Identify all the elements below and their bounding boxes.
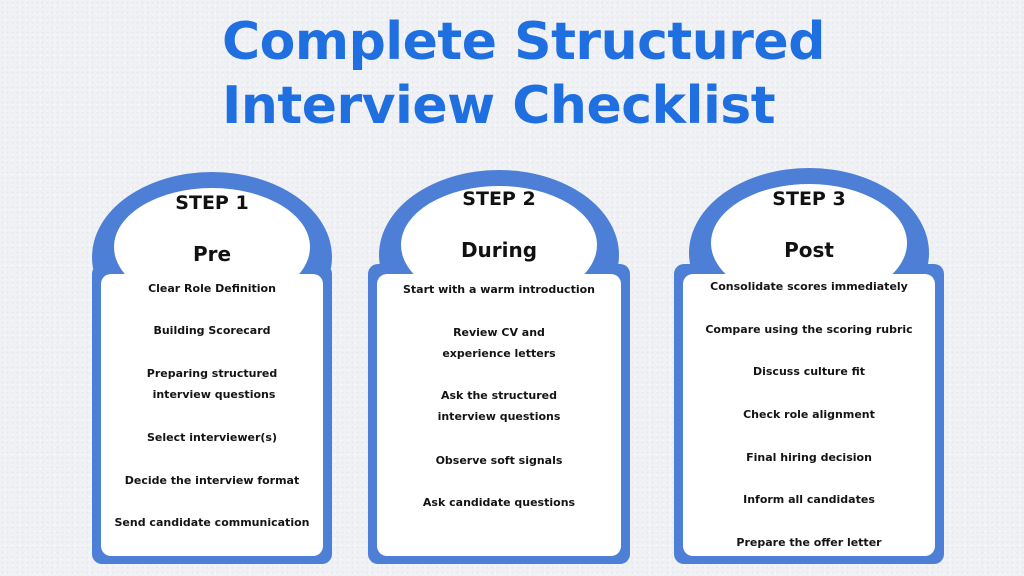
checklist-item: Clear Role Definition xyxy=(148,282,276,295)
step-1-panel xyxy=(101,274,323,556)
checklist-item: Ask the structured xyxy=(440,389,557,402)
step-1-label: STEP 1 xyxy=(175,192,249,214)
page-title: Complete Structured Interview Checklist xyxy=(222,10,825,138)
step-3-label: STEP 3 xyxy=(772,188,846,210)
checklist-item: interview questions xyxy=(152,388,276,401)
checklist-item: Decide the interview format xyxy=(124,474,300,487)
checklist-item: Building Scorecard xyxy=(153,324,271,337)
title-line-1: Complete Structured xyxy=(222,12,825,72)
checklist-item: Start with a warm introduction xyxy=(402,283,595,296)
step-3-phase: Post xyxy=(784,238,834,262)
checklist-item: Inform all candidates xyxy=(743,493,875,506)
checklist-item: Discuss culture fit xyxy=(752,365,866,378)
step-3-card: STEP 3 Post Consolidate scores immediate… xyxy=(674,168,944,568)
step-2-label: STEP 2 xyxy=(462,188,536,210)
step-2-phase: During xyxy=(460,238,538,262)
checklist-item: Observe soft signals xyxy=(435,454,563,467)
step-2-panel xyxy=(377,274,621,556)
checklist-item: Send candidate communication xyxy=(114,516,310,529)
checklist-item: Review CV and xyxy=(453,326,545,339)
checklist-item: Preparing structured xyxy=(146,367,278,380)
step-2-card: STEP 2 During Start with a warm introduc… xyxy=(368,168,630,568)
checklist-item: interview questions xyxy=(437,410,561,423)
step-1-phase: Pre xyxy=(192,242,232,266)
checklist-item: Consolidate scores immediately xyxy=(710,280,908,293)
step-1-card: STEP 1 Pre Clear Role Definition Buildin… xyxy=(92,172,332,568)
checklist-item: Final hiring decision xyxy=(746,451,872,464)
checklist-item: Select interviewer(s) xyxy=(146,431,278,444)
checklist-item: Ask candidate questions xyxy=(422,496,576,509)
checklist-item: Check role alignment xyxy=(743,408,875,421)
title-line-2: Interview Checklist xyxy=(222,76,776,136)
checklist-item: Compare using the scoring rubric xyxy=(705,323,913,336)
checklist-item: Prepare the offer letter xyxy=(736,536,882,549)
checklist-item: experience letters xyxy=(442,347,556,360)
step-3-panel xyxy=(683,274,935,556)
